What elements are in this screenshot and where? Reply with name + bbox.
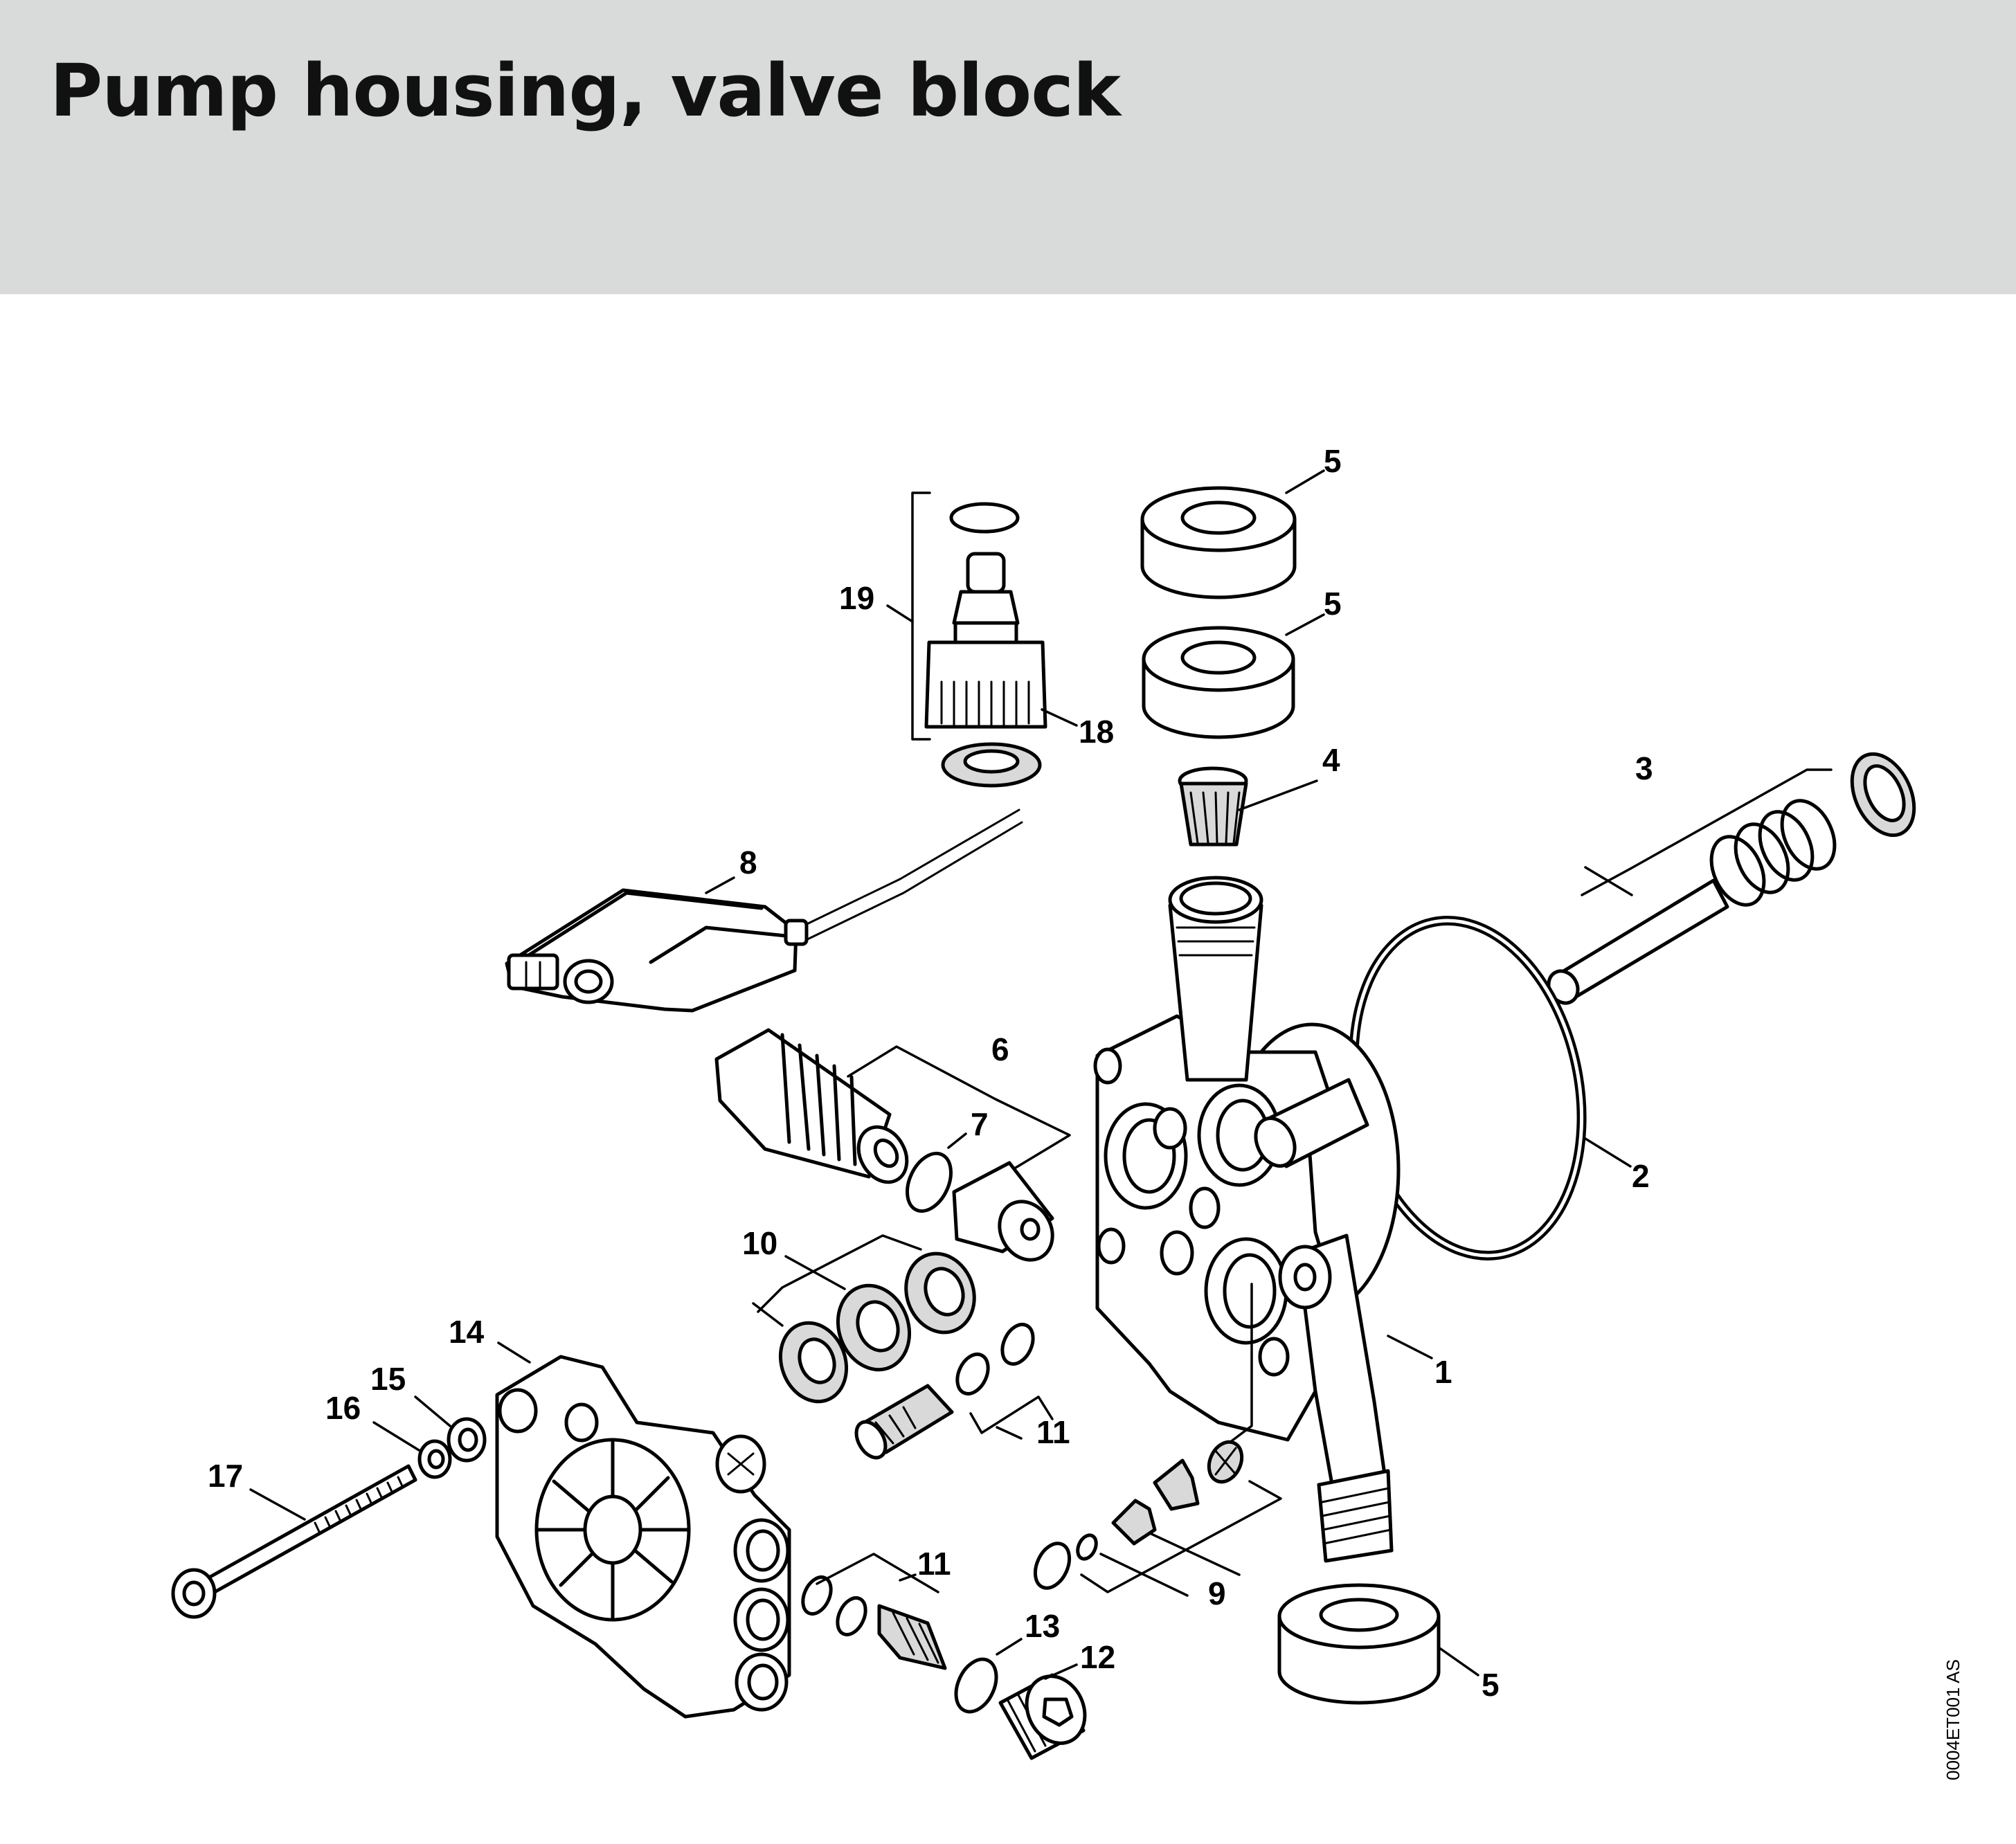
part-15-washer (447, 1417, 487, 1463)
callout-number: 15 (370, 1361, 406, 1397)
callout-number: 14 (449, 1314, 485, 1350)
callout-number: 8 (739, 844, 757, 880)
callout-number: 13 (1025, 1608, 1060, 1644)
part-14-valve-block (495, 1355, 791, 1719)
part-4-inlet-filter (1178, 766, 1248, 847)
part-17-cap-screw (171, 1464, 417, 1619)
part-5-seal-middle (1142, 626, 1295, 739)
part-11-valve-lower (801, 1553, 947, 1670)
callout-number: 7 (971, 1106, 989, 1142)
part-11-valve-upper (854, 1323, 1054, 1460)
callout-number: 16 (325, 1390, 361, 1426)
callout-number: 9 (1208, 1575, 1226, 1611)
callout-number: 3 (1635, 750, 1653, 786)
leader-18 (1041, 708, 1078, 727)
part-16-washer (417, 1439, 452, 1479)
part-9-nozzle-set (1033, 1440, 1282, 1597)
part-8-switch-with-cable (505, 808, 1023, 1013)
callout-number: 10 (742, 1225, 777, 1261)
callout-number: 5 (1482, 1667, 1500, 1703)
drawing-reference-code: 0004ET001 AS (1943, 1659, 1963, 1780)
callout-number: 11 (917, 1546, 951, 1582)
part-6-valve-insert (714, 1028, 1071, 1262)
part-5-seal-upper (1140, 486, 1297, 599)
part-1-pump-housing (1093, 876, 1401, 1563)
part-19-connector-set (911, 491, 1047, 788)
callout-number: 5 (1324, 443, 1342, 479)
callout-number: 2 (1632, 1158, 1650, 1194)
callout-number: 5 (1324, 586, 1342, 622)
header-bar: Pump housing, valve block (0, 0, 2016, 294)
callout-number: 4 (1322, 742, 1340, 778)
callout-number: 1 (1434, 1354, 1452, 1390)
page-title: Pump housing, valve block (50, 48, 1121, 133)
leader-19 (886, 604, 914, 623)
part-10-seal-kit (752, 1234, 976, 1404)
part-5-seal-lower (1277, 1583, 1441, 1705)
callout-number: 11 (1036, 1414, 1070, 1450)
part-13-oring (954, 1657, 998, 1714)
callout-labels: 1 2 3 4 5 5 5 6 7 8 9 10 11 11 12 13 14 … (208, 443, 1653, 1703)
callout-number: 12 (1080, 1639, 1115, 1675)
callout-number: 19 (839, 580, 874, 616)
callout-number: 18 (1079, 714, 1114, 750)
callout-number: 6 (991, 1031, 1009, 1067)
callout-number: 17 (208, 1458, 243, 1494)
part-12-screw-plug (998, 1673, 1087, 1760)
part-7-oring (906, 1151, 953, 1213)
part-3-plunger-spring (1547, 752, 1916, 1005)
